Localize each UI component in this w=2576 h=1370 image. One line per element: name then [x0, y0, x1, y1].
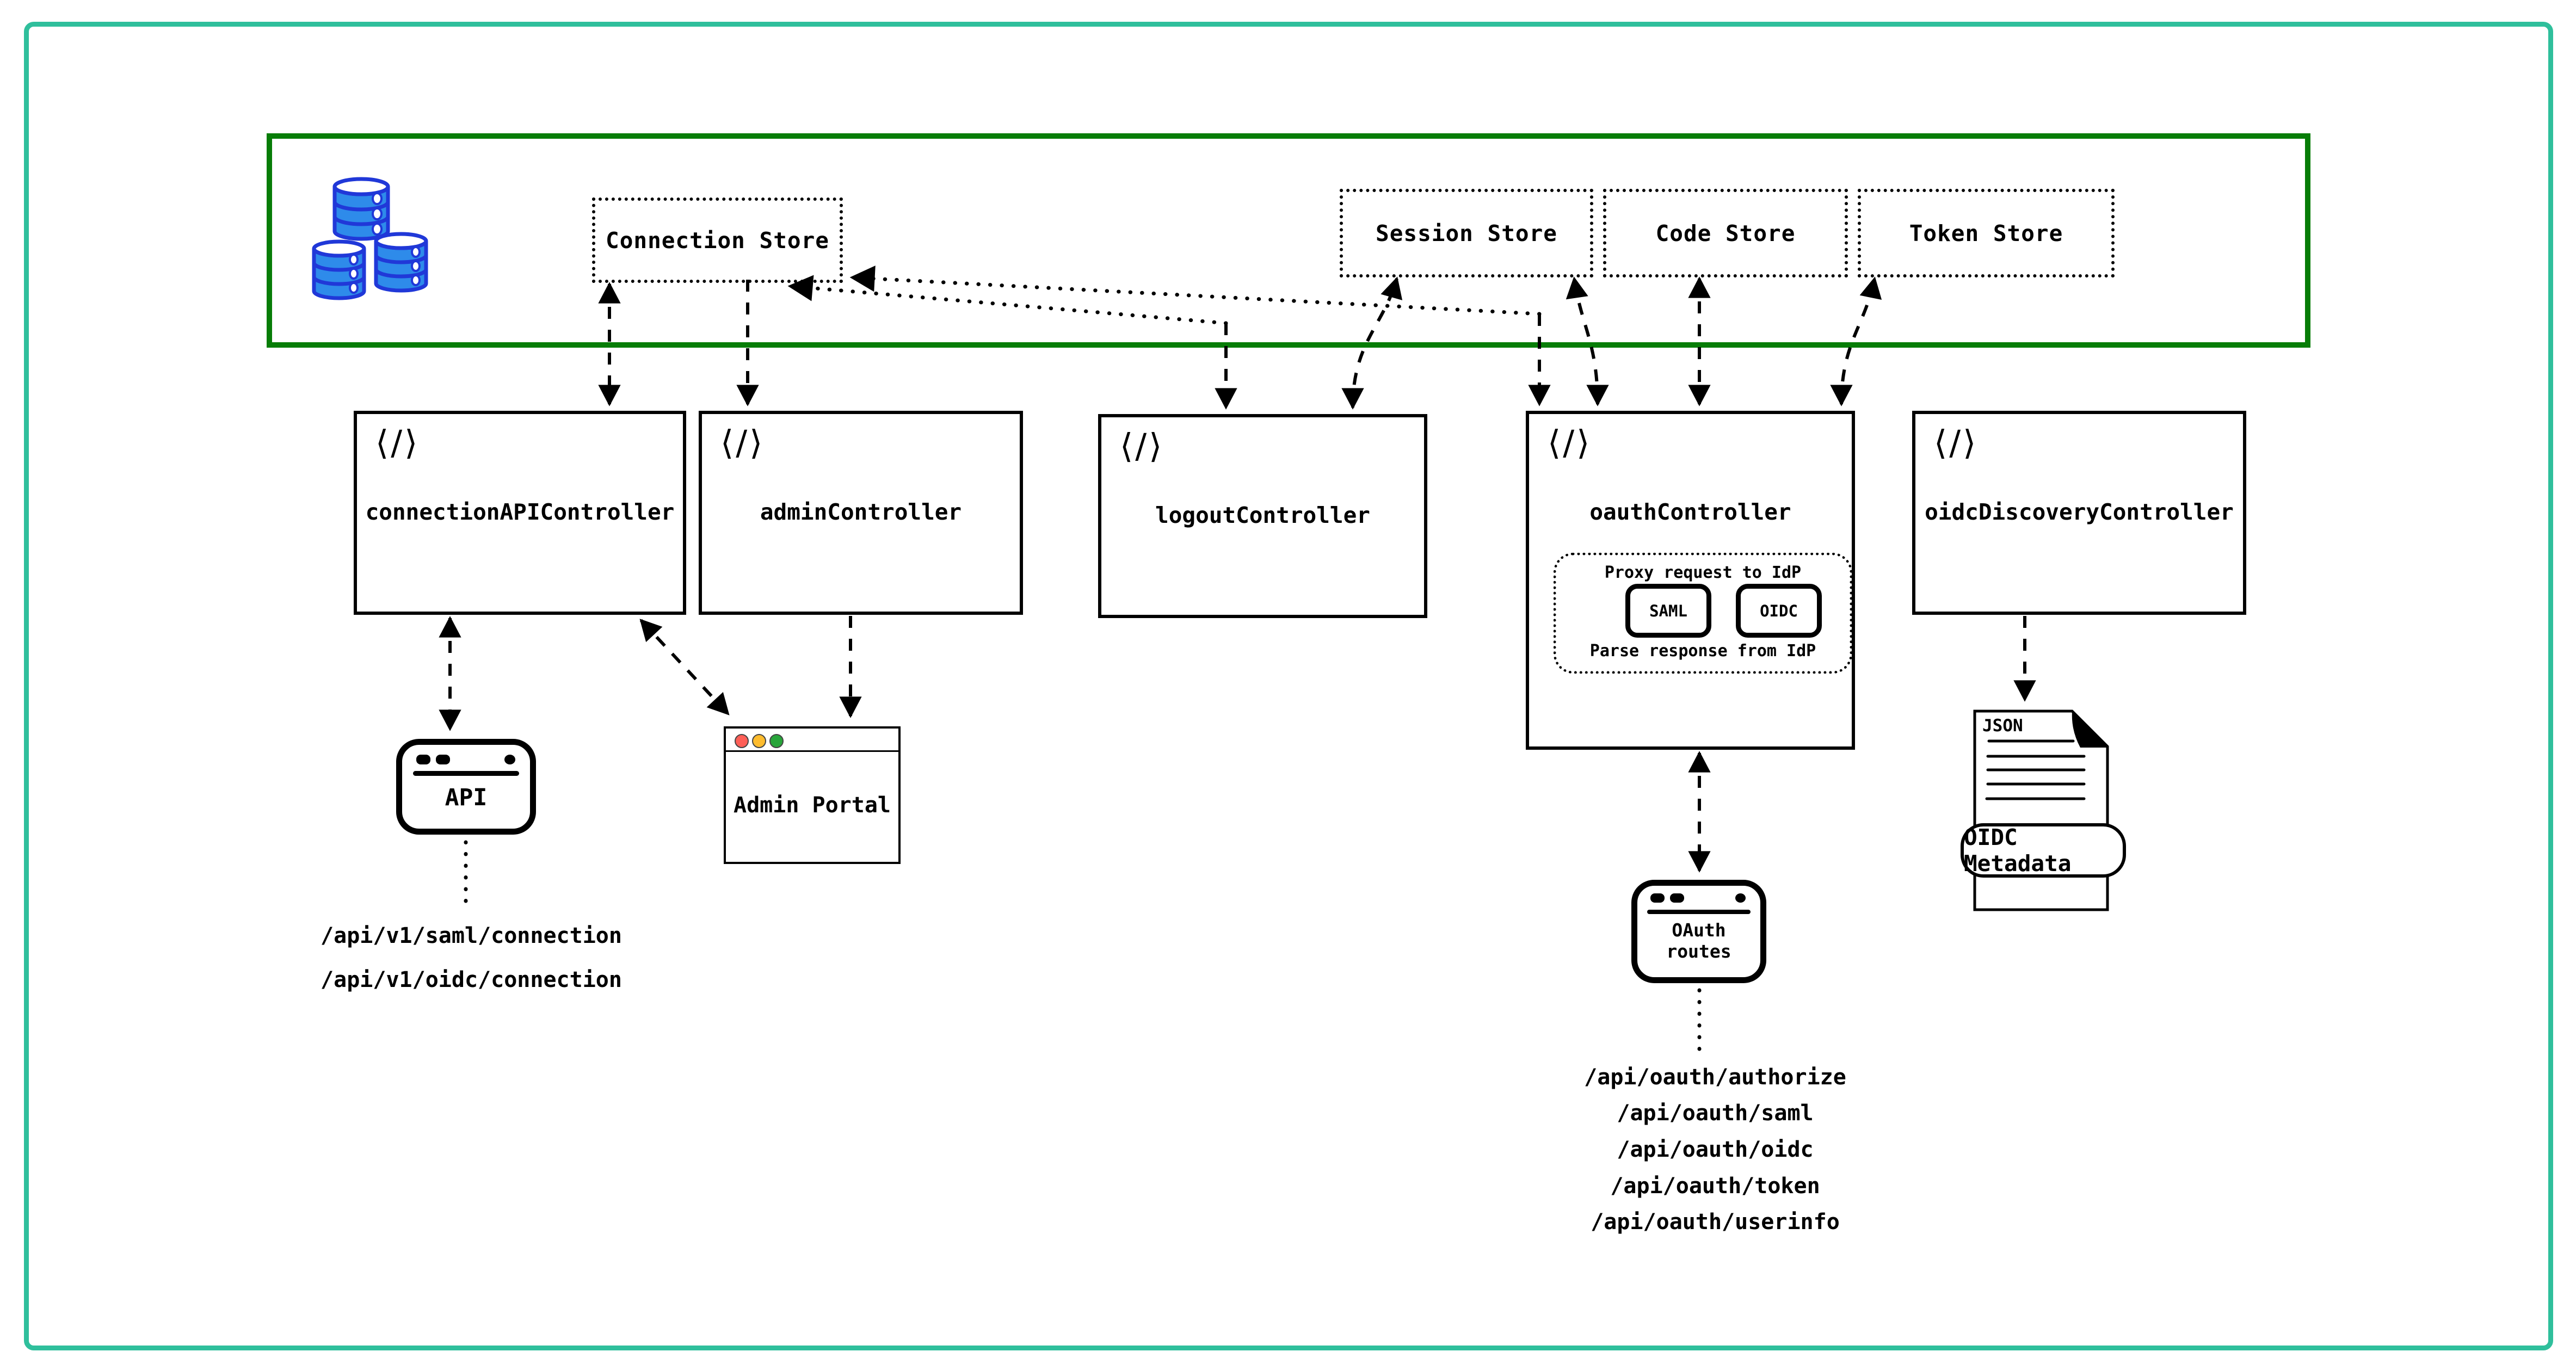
controller-admin: ⟨/⟩ adminController: [699, 411, 1023, 615]
oauth-route: /api/oauth/userinfo: [1591, 1209, 1840, 1235]
oidc-metadata-document: JSON OIDC Metadata: [1956, 707, 2130, 919]
oauth-route: /api/oauth/authorize: [1584, 1065, 1846, 1090]
admin-portal-label: Admin Portal: [734, 793, 891, 818]
controller-oidc-discovery: ⟨/⟩ oidcDiscoveryController: [1912, 411, 2246, 615]
store-code: Code Store: [1603, 189, 1848, 277]
controller-label: oidcDiscoveryController: [1925, 499, 2234, 525]
window-dot: [1650, 893, 1665, 903]
idp-proxy-group: Proxy request to IdP SAML OIDC Parse res…: [1554, 553, 1852, 674]
json-file-icon: [1973, 709, 2109, 911]
controller-connection-api: ⟨/⟩ connectionAPIController: [354, 411, 686, 615]
controller-logout: ⟨/⟩ logoutController: [1098, 414, 1427, 618]
api-route: /api/v1/saml/connection: [321, 923, 622, 948]
code-icon: ⟨/⟩: [1548, 423, 1592, 462]
api-window-label: API: [445, 784, 488, 811]
oauth-routes-window-icon: OAuth routes: [1631, 880, 1766, 983]
controller-label: oauthController: [1589, 499, 1791, 525]
page-border: [24, 22, 2553, 1350]
oidc-metadata-banner: OIDC Metadata: [1961, 823, 2126, 878]
admin-portal-titlebar: [726, 729, 898, 752]
window-divider: [1647, 910, 1751, 914]
api-route: /api/v1/oidc/connection: [321, 967, 622, 992]
saml-protocol-box: SAML: [1625, 584, 1711, 638]
store-token: Token Store: [1858, 189, 2115, 277]
proxy-request-note: Proxy request to IdP: [1604, 563, 1802, 582]
controller-label: connectionAPIController: [365, 499, 675, 525]
maximize-dot-icon: [769, 734, 784, 748]
minimize-dot-icon: [752, 734, 766, 748]
store-connection: Connection Store: [592, 198, 843, 283]
controller-label: logoutController: [1155, 502, 1370, 528]
controller-oauth: ⟨/⟩ oauthController Proxy request to IdP…: [1526, 411, 1855, 750]
window-divider: [413, 771, 519, 776]
code-icon: ⟨/⟩: [720, 423, 765, 462]
oidc-protocol-box: OIDC: [1736, 584, 1822, 638]
database-cluster-icon: [302, 171, 438, 315]
controller-label: adminController: [760, 499, 962, 525]
code-icon: ⟨/⟩: [1934, 423, 1979, 462]
admin-portal-window: Admin Portal: [724, 726, 901, 864]
close-dot-icon: [735, 734, 749, 748]
oauth-routes-label: OAuth routes: [1666, 919, 1731, 962]
oauth-route: /api/oauth/saml: [1617, 1101, 1814, 1126]
window-dot: [416, 755, 430, 764]
data-layer-container: [267, 133, 2310, 348]
oauth-route: /api/oauth/token: [1610, 1174, 1820, 1199]
code-icon: ⟨/⟩: [375, 423, 420, 462]
parse-response-note: Parse response from IdP: [1589, 641, 1816, 661]
oauth-route: /api/oauth/oidc: [1617, 1137, 1814, 1162]
window-dot: [436, 755, 450, 764]
window-dot: [504, 755, 515, 764]
api-window-icon: API: [396, 739, 536, 835]
code-icon: ⟨/⟩: [1120, 426, 1164, 466]
window-dot: [1670, 893, 1684, 903]
json-type-label: JSON: [1982, 716, 2023, 736]
window-dot: [1735, 893, 1746, 903]
store-session: Session Store: [1340, 189, 1593, 277]
